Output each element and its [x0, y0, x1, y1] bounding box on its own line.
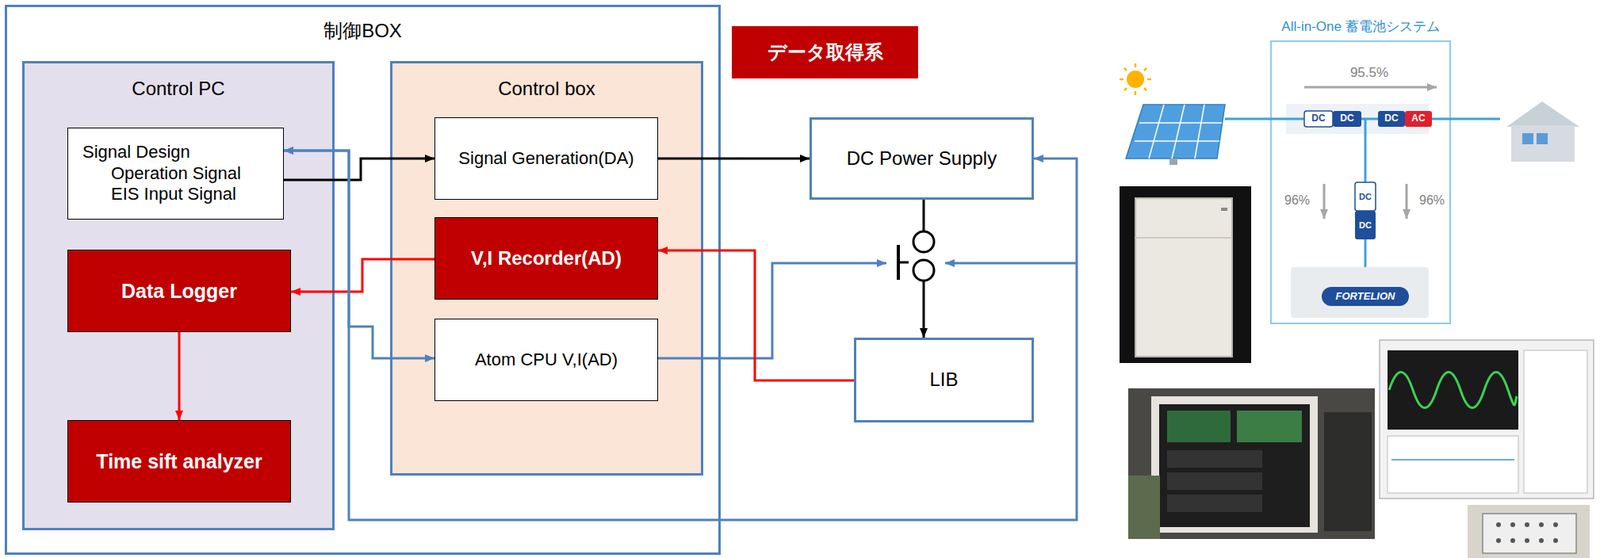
battery-badge [1321, 287, 1409, 307]
figure-label: DC [1339, 113, 1354, 124]
connector-arrow [283, 150, 1077, 521]
figure-label: DC [1384, 113, 1398, 124]
figure-label: 95.5% [1350, 65, 1389, 81]
figure-label: 96% [1284, 193, 1310, 208]
connector-arrow [658, 250, 854, 381]
figure-label: AC [1411, 113, 1425, 124]
figure-label: DC [1358, 191, 1372, 202]
process-box: Signal Generation(DA) [434, 117, 659, 200]
system-frame: All-in-One 蓄電池システム [1270, 40, 1451, 325]
label-anchor: 96% [1284, 193, 1310, 208]
cabinet-photo [1119, 186, 1252, 364]
control-panel: Control boxSignal Generation(DA) V,I Reco… [390, 61, 704, 476]
label-anchor: AC [1411, 113, 1425, 124]
converter-block [1355, 210, 1376, 240]
label-anchor: 96% [1419, 193, 1445, 208]
device-box: LIB [853, 337, 1034, 423]
group-title: All-in-One 蓄電池システム [1281, 19, 1440, 35]
label-anchor: DC [1311, 113, 1325, 124]
label-anchor: FORTELION [1335, 290, 1396, 303]
control-wire [945, 262, 1077, 265]
label-anchor: DC [1339, 113, 1354, 124]
switch-bar [898, 261, 909, 265]
solar-panel-icon [1125, 104, 1501, 165]
control-wire [658, 263, 887, 359]
group-title: 制御BOX [323, 19, 402, 43]
box-label: Data Logger [121, 279, 238, 303]
process-box: Atom CPU V,I(AD) [434, 318, 659, 402]
device-photo [1467, 505, 1590, 558]
process-box: V,I Recorder(AD) [434, 217, 659, 300]
switch-bar [896, 244, 900, 280]
figure-label: DC [1311, 113, 1325, 124]
pc-panel: Control PC Signal DesignOperation SignalE… [22, 61, 335, 531]
power-line [1224, 118, 1501, 121]
lab-photo [1128, 388, 1375, 540]
house-icon [1506, 101, 1580, 162]
connector-arrow [922, 199, 926, 338]
box-label: Operation Signal [111, 163, 242, 184]
connector-arrow [283, 150, 435, 359]
connector-arrow [658, 157, 810, 161]
group-title: Control box [497, 77, 596, 101]
box-label: Signal Generation(DA) [458, 148, 634, 169]
process-box: Signal DesignOperation SignalEIS Input S… [67, 127, 284, 220]
figure-label: DC [1358, 220, 1372, 230]
label-anchor: DC [1358, 191, 1372, 202]
sun-icon [1119, 63, 1152, 96]
box-label: Signal Design [82, 141, 191, 163]
label-anchor: DC [1384, 113, 1398, 124]
box-label: データ取得系 [767, 41, 884, 65]
box-label: V,I Recorder(AD) [470, 247, 622, 271]
process-box: Data Logger [67, 249, 291, 333]
converter-block [1355, 182, 1376, 211]
device-box: DC Power Supply [809, 117, 1034, 200]
box-label: EIS Input Signal [111, 183, 237, 205]
connector-arrow [178, 332, 181, 421]
label-anchor: DC [1358, 220, 1372, 230]
figure-label: 96% [1419, 193, 1445, 208]
box-label: Atom CPU V,I(AD) [474, 349, 618, 371]
converter-block [1404, 111, 1432, 127]
label-anchor: 95.5% [1350, 65, 1389, 81]
switch-contact [913, 231, 934, 253]
section-tag: データ取得系 [731, 25, 919, 80]
box-label: Time sift analyzer [95, 449, 262, 474]
group-title: Control PC [131, 77, 225, 101]
box-label: DC Power Supply [846, 147, 997, 171]
process-box: Time sift analyzer [67, 420, 291, 503]
connector-arrow [283, 158, 435, 180]
figure-label: FORTELION [1335, 290, 1396, 303]
connector-arrow [290, 259, 435, 292]
converter-block [1377, 111, 1405, 127]
switch-contact [913, 260, 934, 281]
converter-block [1332, 111, 1362, 127]
enclosure-box: 制御BOX Control PC Signal DesignOperation Si… [4, 4, 721, 556]
switch-symbol [898, 231, 934, 281]
screenshot-photo [1379, 340, 1594, 499]
battery-block [1290, 267, 1429, 318]
box-label: LIB [929, 368, 958, 392]
converter-block [1304, 111, 1333, 127]
